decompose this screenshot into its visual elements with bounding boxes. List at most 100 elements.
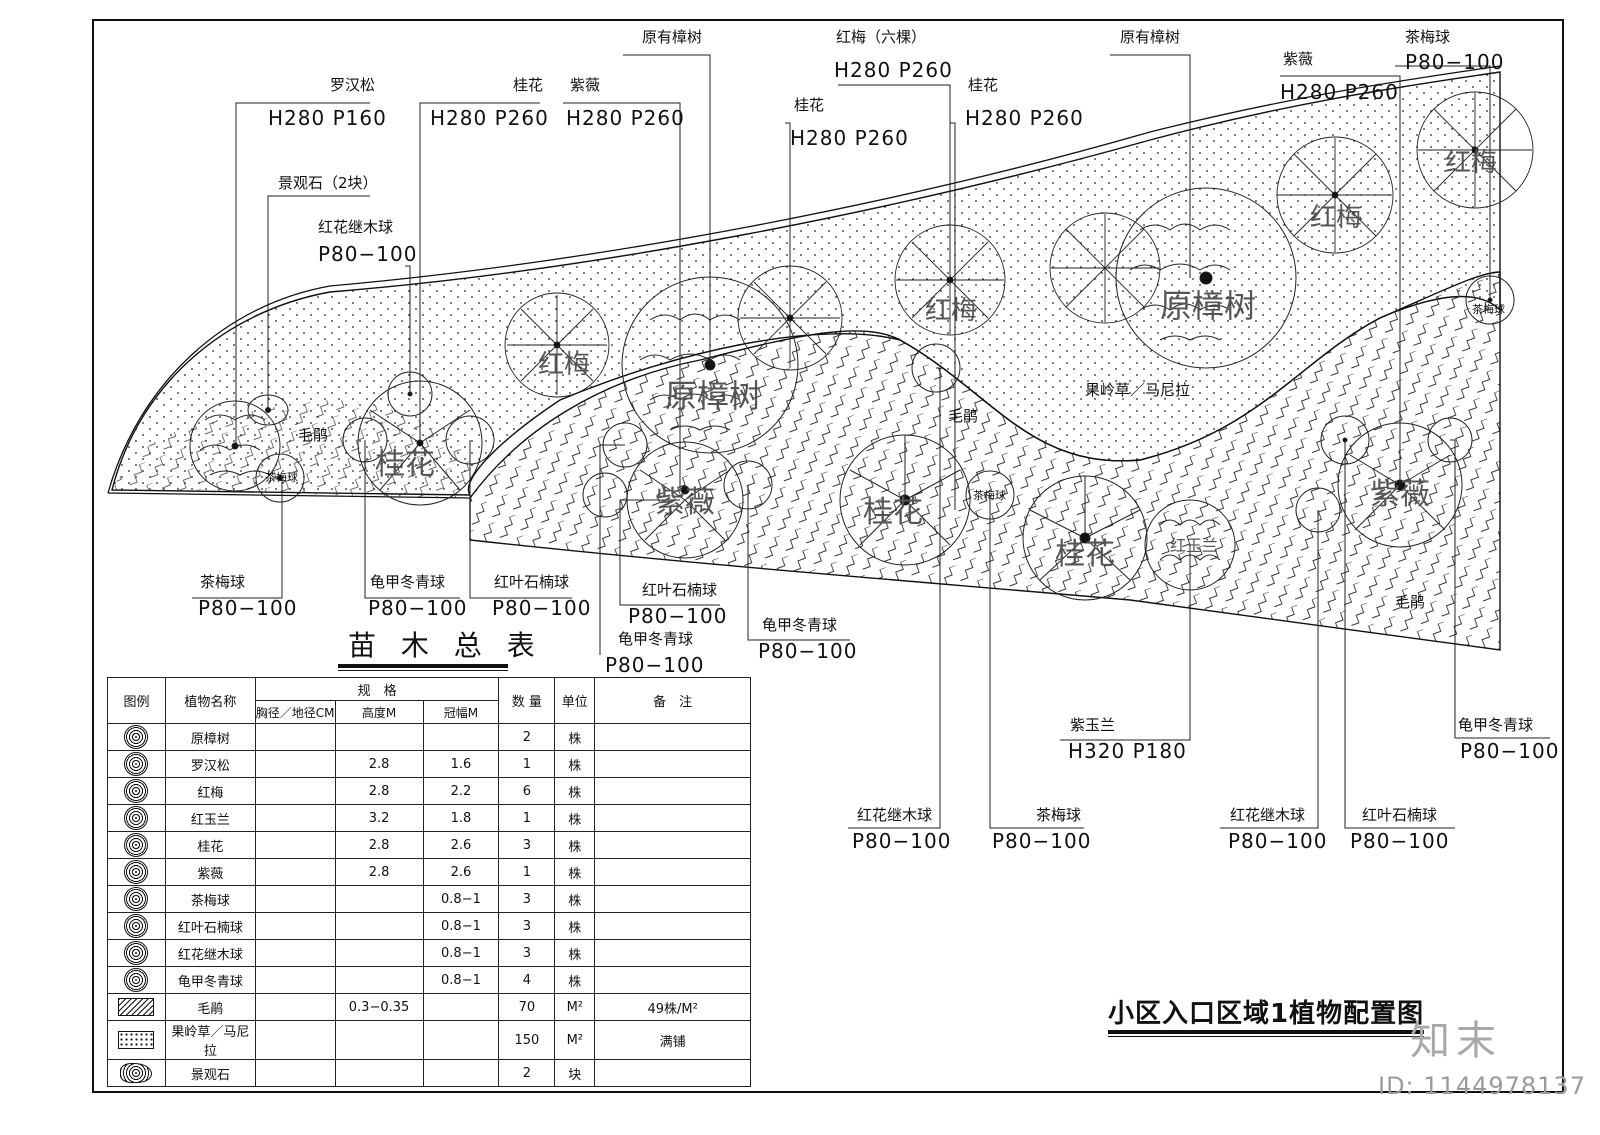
cell-dbh [254,912,336,940]
cell-qty: 150 [498,1020,556,1060]
legend-cell [107,831,166,859]
callout-name: 红花继木球 [1230,806,1306,824]
cell-unit: 株 [554,750,596,778]
drawing-title-underline-thin [1108,1036,1424,1037]
ziwei-symbol-icon [124,860,149,884]
cell-dbh [254,723,336,751]
callout-spec: P80−100 [1228,829,1328,853]
cell-remark [594,858,751,886]
callout-name: 红叶石楠球 [1362,806,1438,824]
tree-label: 紫薇 [655,485,715,520]
callout-spec: P80−100 [628,604,728,628]
cell-unit: 株 [554,966,596,994]
cell-crown: 1.8 [422,804,500,832]
callout-name: 紫薇 [1283,50,1314,68]
cell-dbh [254,858,336,886]
legend-cell [107,750,166,778]
legend-cell [107,858,166,886]
tree-label: 紫薇 [1370,477,1430,512]
callout-name: 红叶石楠球 [642,581,718,599]
callout-spec: P80−100 [368,596,468,620]
legend-cell [107,912,166,940]
header-spec: 规 格 [254,677,500,701]
callout-name: 龟甲冬青球 [1458,716,1534,734]
cell-remark: 49株/M² [594,993,751,1021]
cell-remark [594,831,751,859]
cell-qty: 3 [498,939,556,967]
cell-crown [422,1059,500,1087]
header-legend: 图例 [107,677,166,724]
cell-name: 红叶石楠球 [164,912,256,940]
cell-qty: 1 [498,804,556,832]
cell-unit: 株 [554,804,596,832]
hongyulan-symbol-icon [124,806,149,830]
callout-name: 紫玉兰 [1070,716,1116,734]
guijiadongqing-ball [1427,417,1473,463]
cell-dbh [254,777,336,805]
cell-name: 红花继木球 [164,939,256,967]
callout-spec: P80−100 [1350,829,1450,853]
guijiadongqing-symbol-icon [124,968,149,992]
cell-height [334,723,424,751]
tree-label: 红梅 [1445,148,1498,178]
area-label: 毛鹃 [298,426,329,444]
cell-crown [422,723,500,751]
cell-unit: M² [554,1020,596,1060]
cell-unit: 株 [554,723,596,751]
tree-label: 红梅 [1310,203,1363,233]
site-edge-line [107,65,1501,494]
honghuajimu-ball [582,472,628,518]
cell-qty: 70 [498,993,556,1021]
tree-label: 桂花 [375,447,435,482]
callout-name: 桂花 [513,76,544,94]
sheet-border [92,19,1564,1093]
header-height: 高度M [334,700,424,724]
callout-name: 红叶石楠球 [494,573,570,591]
cell-name: 果岭草／马尼拉 [164,1020,256,1060]
header-crown: 冠幅M [422,700,500,724]
callout-name: 罗汉松 [330,76,376,94]
callout-name: 龟甲冬青球 [370,573,446,591]
callout-name: 原有樟树 [1120,28,1181,46]
cell-unit: 株 [554,912,596,940]
cell-name: 茶梅球 [164,885,256,913]
shrub-label: 茶梅球 [973,489,1006,502]
cell-remark [594,750,751,778]
cell-unit: 株 [554,831,596,859]
callout-spec: H280 P260 [1280,80,1399,104]
cell-remark [594,885,751,913]
cell-crown [422,993,500,1021]
cell-crown [422,1020,500,1060]
callout-name: 紫薇 [570,76,601,94]
cell-qty: 3 [498,885,556,913]
title-underline-thin [338,670,508,671]
callout-spec: P80−100 [492,596,592,620]
legend-cell [107,804,166,832]
cell-qty: 3 [498,831,556,859]
cell-height: 2.8 [334,858,424,886]
callout-spec: P80−100 [198,596,298,620]
header-dbh: 胸径／地径CM [254,700,336,724]
tree-label: 桂花 [1055,537,1115,572]
callout-spec: H280 P260 [790,126,909,150]
callout-spec: P80−100 [1460,739,1560,763]
callout-name: 茶梅球 [200,573,246,591]
area-label: 毛鹃 [1395,593,1426,611]
luohansong-tree [189,400,281,492]
cell-remark [594,939,751,967]
callout-spec: P80−100 [318,242,418,266]
cell-qty: 1 [498,858,556,886]
cell-dbh [254,966,336,994]
cell-crown: 2.6 [422,858,500,886]
callout-name: 景观石（2块） [278,174,378,192]
